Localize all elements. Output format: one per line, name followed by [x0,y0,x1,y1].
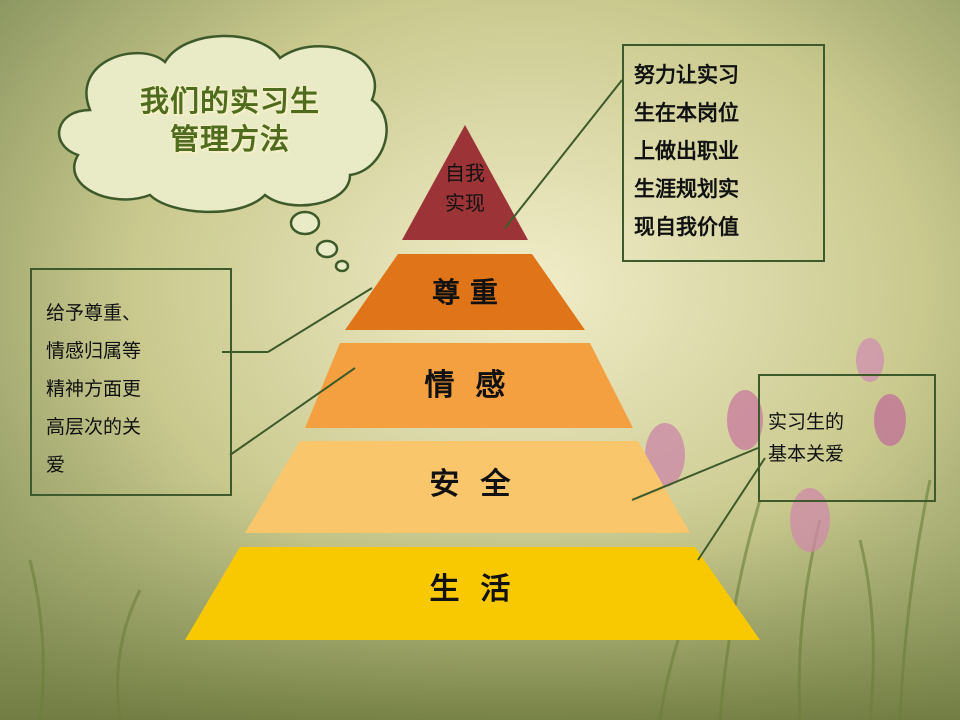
connector-left-lower [229,367,356,456]
pyramid-tier-physiological [185,547,760,640]
tier-label-safety: 安 全 [429,467,511,502]
thought-bubble-1 [289,210,321,236]
connector-left-upper-diag [267,287,373,353]
tier-label-esteem: 尊 重 [432,276,498,309]
connector-right-life [697,457,766,561]
tier-label-physiological: 生 活 [429,572,511,607]
connector-top-right [504,79,623,229]
pyramid-tier-self-actualization [402,125,528,240]
connector-right-safety [631,447,759,501]
thought-cloud [57,34,388,273]
cloud-title: 我们的实习生 管理方法 [139,84,320,156]
callout-text-left: 给予尊重、 情感归属等 精神方面更 高层次的关 爱 [46,302,142,476]
pyramid-tier-esteem [345,254,585,330]
callout-box-left: 给予尊重、 情感归属等 精神方面更 高层次的关 爱 [30,268,232,496]
callout-text-bottom-right: 实习生的 基本关爱 [768,411,845,465]
callout-box-bottom-right: 实习生的 基本关爱 [758,374,936,502]
callout-box-top-right: 努力让实习 生在本岗位 上做出职业 生涯规划实 现自我价值 [622,44,825,262]
thought-bubble-2 [315,239,339,259]
pyramid-tier-safety [245,441,690,533]
tier-label-self-actualization: 自我 实现 [445,161,485,215]
thought-bubble-3 [334,259,350,273]
tier-label-love: 情 感 [424,368,506,403]
pyramid-tier-love [305,343,633,428]
callout-text-top-right: 努力让实习 生在本岗位 上做出职业 生涯规划实 现自我价值 [634,62,739,239]
